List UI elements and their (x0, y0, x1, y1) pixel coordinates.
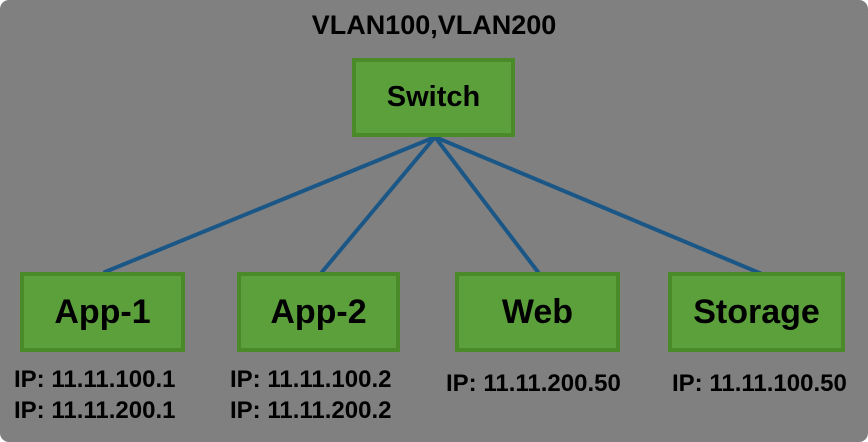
ip-app2-vlan100: IP: 11.11.100.2 (230, 366, 392, 393)
vlan-title: VLAN100,VLAN200 (311, 10, 557, 40)
ip-list-app2: IP: 11.11.100.2 IP: 11.11.200.2 (230, 364, 391, 426)
node-app1: App-1 (20, 272, 185, 352)
node-app2: App-2 (237, 272, 400, 352)
link-switch-app1 (103, 135, 437, 274)
link-switch-app2 (320, 135, 437, 274)
ip-list-web: IP: 11.11.200.50 (446, 368, 621, 399)
ip-app1-vlan200: IP: 11.11.200.1 (14, 397, 176, 424)
node-app1-label: App-1 (54, 292, 151, 331)
node-web: Web (455, 272, 620, 352)
node-web-label: Web (501, 292, 574, 331)
link-switch-storage (433, 135, 764, 276)
node-storage: Storage (668, 272, 845, 352)
ip-web-vlan200: IP: 11.11.200.50 (446, 370, 621, 397)
ip-list-storage: IP: 11.11.100.50 (672, 368, 847, 399)
node-switch: Switch (352, 58, 515, 137)
ip-list-app1: IP: 11.11.100.1 IP: 11.11.200.1 (14, 364, 175, 426)
link-switch-web (433, 135, 540, 274)
ip-storage-vlan100: IP: 11.11.100.50 (672, 370, 847, 397)
node-switch-label: Switch (386, 81, 481, 113)
node-storage-label: Storage (693, 292, 820, 331)
node-app2-label: App-2 (270, 292, 367, 331)
ip-app1-vlan100: IP: 11.11.100.1 (14, 366, 176, 393)
ip-app2-vlan200: IP: 11.11.200.2 (230, 397, 392, 424)
